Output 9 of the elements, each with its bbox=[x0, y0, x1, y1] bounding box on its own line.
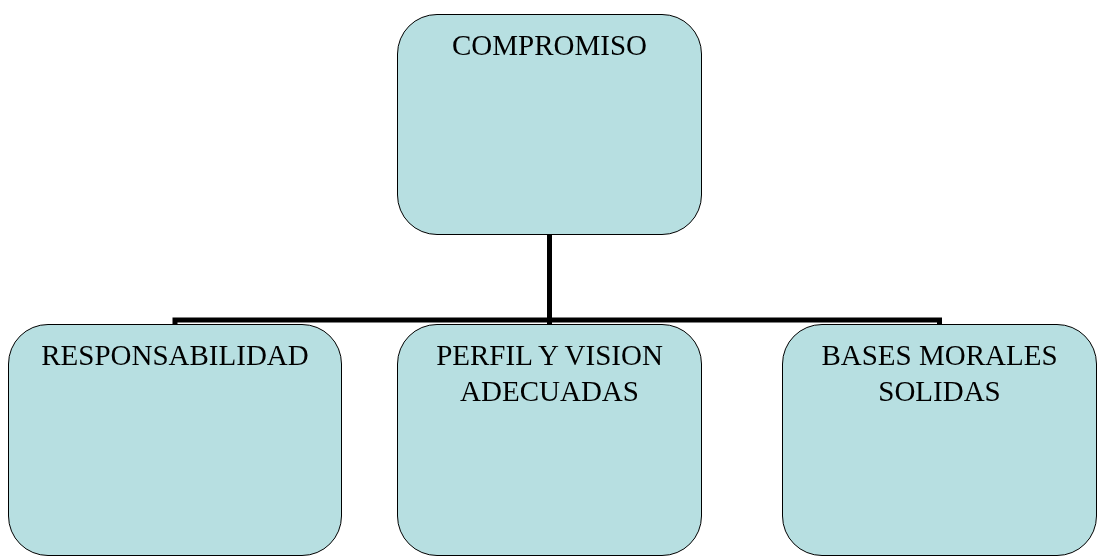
box-label: BASES MORALES SOLIDAS bbox=[820, 338, 1059, 409]
rounded-box bbox=[397, 324, 702, 556]
box-label: COMPROMISO bbox=[452, 28, 647, 63]
rounded-box bbox=[397, 14, 702, 235]
rounded-box bbox=[782, 324, 1097, 556]
rounded-box bbox=[8, 324, 342, 556]
connector-line bbox=[547, 235, 942, 325]
box-label: RESPONSABILIDAD bbox=[41, 338, 309, 373]
box-label: PERFIL Y VISION ADECUADAS bbox=[435, 338, 664, 409]
